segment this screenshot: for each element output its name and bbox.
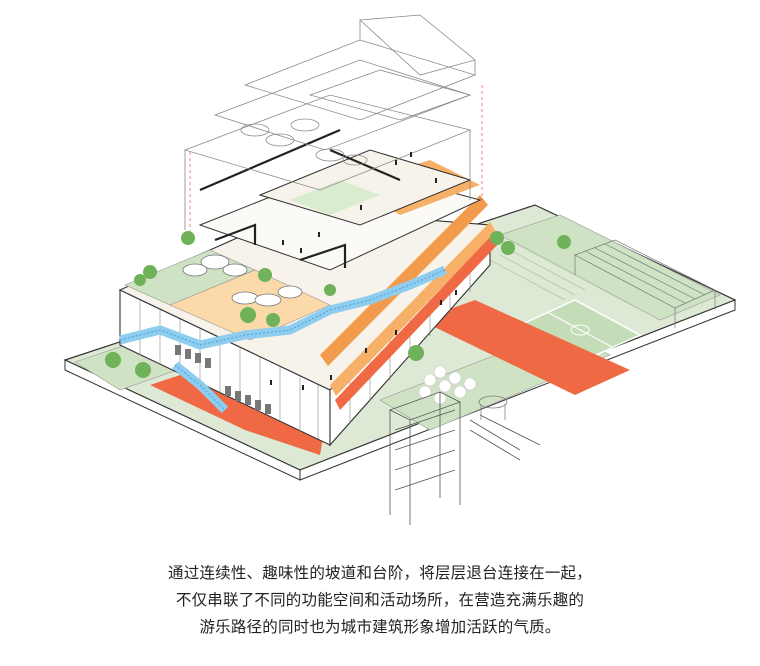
upper-level-3-garden <box>290 180 380 215</box>
trees <box>105 231 571 378</box>
track-strips <box>489 244 596 301</box>
main-building <box>118 128 500 447</box>
caption-line-1: 通过连续性、趣味性的坡道和台阶，将层层退台连接在一起， <box>168 564 592 582</box>
caption-line-2: 不仅串联了不同的功能空间和活动场所，在营造充满乐趣的 <box>175 591 585 609</box>
round-planters <box>182 254 303 307</box>
caption-line-3: 游乐路径的同时也为城市建筑形象增加活跃的气质。 <box>199 618 561 636</box>
terrace-band-orange-1 <box>330 222 496 396</box>
architecture-axonometric-diagram <box>63 14 737 525</box>
vertical-projection-lines <box>189 85 483 232</box>
figure-caption: 通过连续性、趣味性的坡道和台阶，将层层退台连接在一起， 不仅串联了不同的功能空间… <box>0 560 760 641</box>
facade-signage-graphic <box>175 345 271 414</box>
red-plaza-right <box>420 300 630 395</box>
greenhouse-structure <box>574 239 716 328</box>
ghosted-upper-floors <box>183 14 477 230</box>
lawn-right-back <box>499 214 721 321</box>
dome-trellis <box>478 395 508 420</box>
blue-ramp-walkway <box>118 265 447 414</box>
circle-pavers <box>418 365 477 405</box>
people-figures <box>270 152 457 390</box>
terrace-band-orange-2 <box>320 195 488 366</box>
terrace-band-red <box>335 232 500 410</box>
pergola-structure <box>388 391 541 525</box>
structural-frames <box>199 128 401 268</box>
